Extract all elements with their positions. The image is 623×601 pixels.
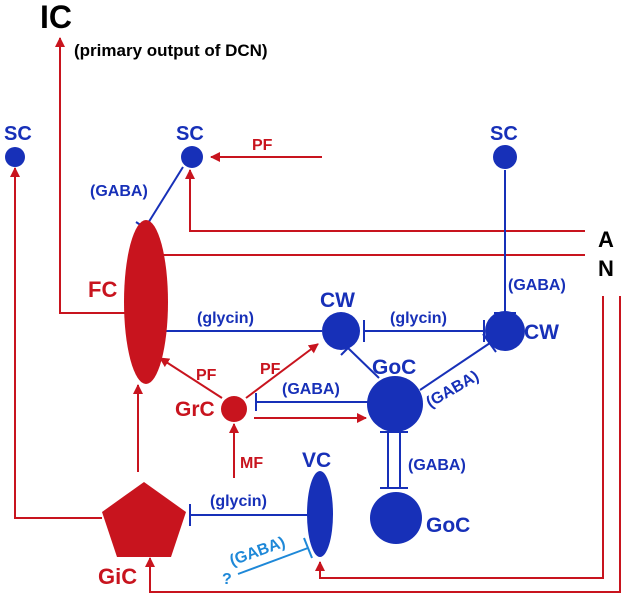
goc-top-label: GoC — [372, 356, 416, 379]
pf-to-fc-label: PF — [196, 367, 217, 384]
cw-right-label: CW — [524, 321, 559, 344]
glycin-vc-gic-label: (glycin) — [210, 493, 267, 510]
gic-label: GiC — [98, 564, 137, 589]
mf-label: MF — [240, 455, 263, 472]
cw-right-node[interactable] — [485, 311, 525, 351]
cw-left-label: CW — [320, 289, 355, 312]
unknown-vc-bar — [303, 537, 313, 559]
labels: IC (primary output of DCN) A N SC SC SC … — [4, 0, 614, 589]
goc-to-cw-right-inhibit — [419, 342, 491, 391]
sc-left-node[interactable] — [5, 147, 25, 167]
vc-label: VC — [302, 449, 331, 472]
sc-mid-node[interactable] — [181, 146, 203, 168]
gic-to-sc-left-path — [10, 167, 102, 519]
sc-right-label: SC — [490, 123, 518, 145]
grc-node[interactable] — [221, 396, 247, 422]
pf-to-cw-label: PF — [260, 361, 281, 378]
goc-to-cw-left-inhibit — [347, 347, 380, 379]
sc-mid-label: SC — [176, 123, 204, 145]
vc-node[interactable] — [307, 471, 333, 557]
fc-to-ic-path — [55, 37, 127, 314]
unknown-gaba-pathway — [237, 537, 313, 575]
grc-pf-to-fc-path — [159, 357, 223, 399]
gaba-unknown-label: (GABA) — [228, 534, 288, 570]
excitatory-pathways — [10, 37, 621, 593]
gaba-sc-cw-label: (GABA) — [508, 277, 566, 294]
ic-subtitle: (primary output of DCN) — [74, 41, 268, 60]
a-to-sc-mid-path — [185, 169, 585, 232]
grc-pf-to-cw-path — [245, 343, 319, 399]
gaba-goc-grc-label: (GABA) — [282, 381, 340, 398]
goc-top-node[interactable] — [367, 376, 423, 432]
goc-bottom-label: GoC — [426, 514, 470, 537]
glycin-cw-cw-label: (glycin) — [390, 310, 447, 327]
unknown-mark-label: ? — [222, 571, 232, 588]
ic-title: IC — [40, 0, 72, 35]
pf-to-sc-label: PF — [252, 137, 273, 154]
n-to-gic-path — [145, 296, 621, 593]
input-a-label: A — [598, 227, 614, 252]
gaba-sc-fc-label: (GABA) — [90, 183, 148, 200]
cells — [5, 145, 525, 557]
input-n-label: N — [598, 256, 614, 281]
fc-label: FC — [88, 277, 117, 302]
unknown-to-vc-inhibit — [237, 547, 309, 575]
glycin-cw-fc-label: (glycin) — [197, 310, 254, 327]
gaba-cw-goc-label: (GABA) — [424, 368, 483, 412]
sc-to-fc-inhibit — [144, 166, 184, 229]
cw-left-node[interactable] — [322, 312, 360, 350]
sc-left-label: SC — [4, 123, 32, 145]
sc-right-node[interactable] — [493, 145, 517, 169]
gaba-goc-goc-label: (GABA) — [408, 457, 466, 474]
fc-node[interactable] — [124, 220, 168, 384]
gic-node[interactable] — [102, 482, 186, 557]
goc-bottom-node[interactable] — [370, 492, 422, 544]
grc-label: GrC — [175, 398, 215, 421]
n-to-vc-path — [315, 296, 604, 579]
